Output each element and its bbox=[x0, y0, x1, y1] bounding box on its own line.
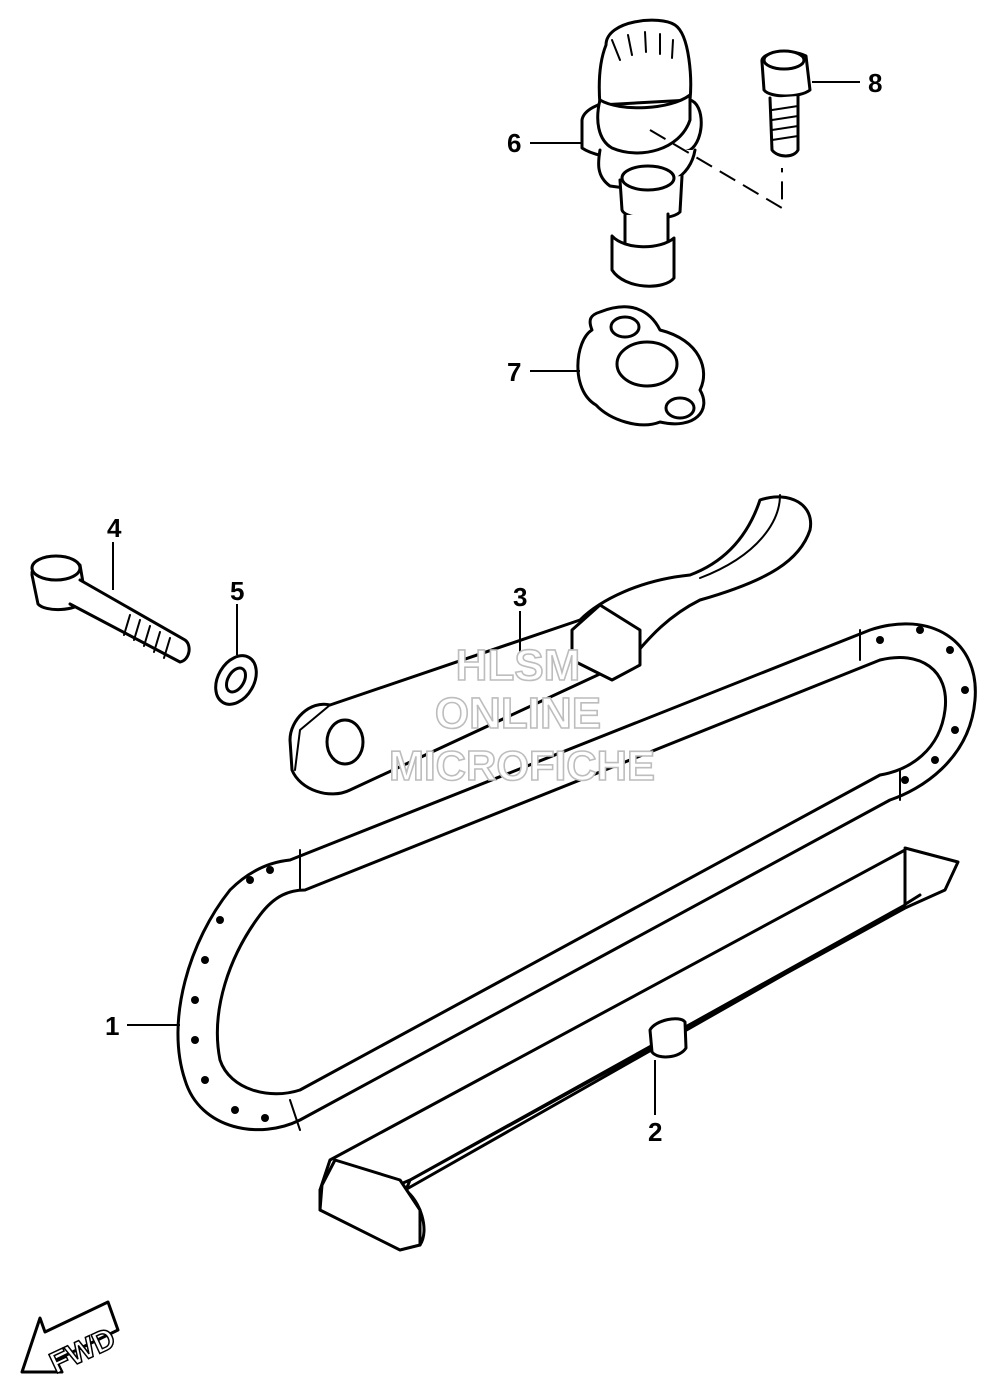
callout-2: 2 bbox=[648, 1117, 662, 1147]
assembly-guide-line bbox=[649, 129, 783, 210]
leader-lines bbox=[112, 81, 860, 1115]
callout-1: 1 bbox=[105, 1011, 119, 1041]
chain-guide bbox=[318, 846, 960, 1252]
watermark-line-1: HLSM bbox=[456, 641, 581, 690]
watermark-line-3: MICROFICHE bbox=[389, 742, 655, 789]
washer-5 bbox=[214, 654, 258, 706]
tensioner-guide bbox=[288, 494, 813, 796]
callout-7: 7 bbox=[507, 357, 521, 387]
gasket bbox=[576, 305, 706, 427]
watermark: HLSM ONLINE MICROFICHE bbox=[388, 640, 656, 790]
bolt-8 bbox=[760, 49, 812, 158]
bolt-4 bbox=[30, 554, 191, 664]
watermark-line-2: ONLINE bbox=[435, 689, 601, 738]
callout-6: 6 bbox=[507, 128, 521, 158]
forward-direction-arrow: FWD bbox=[20, 1300, 121, 1381]
callout-5: 5 bbox=[230, 576, 244, 606]
callout-3: 3 bbox=[513, 582, 527, 612]
callout-4: 4 bbox=[107, 513, 122, 543]
cam-chain bbox=[176, 622, 977, 1132]
tensioner-adjuster bbox=[580, 18, 703, 288]
callout-8: 8 bbox=[868, 68, 882, 98]
